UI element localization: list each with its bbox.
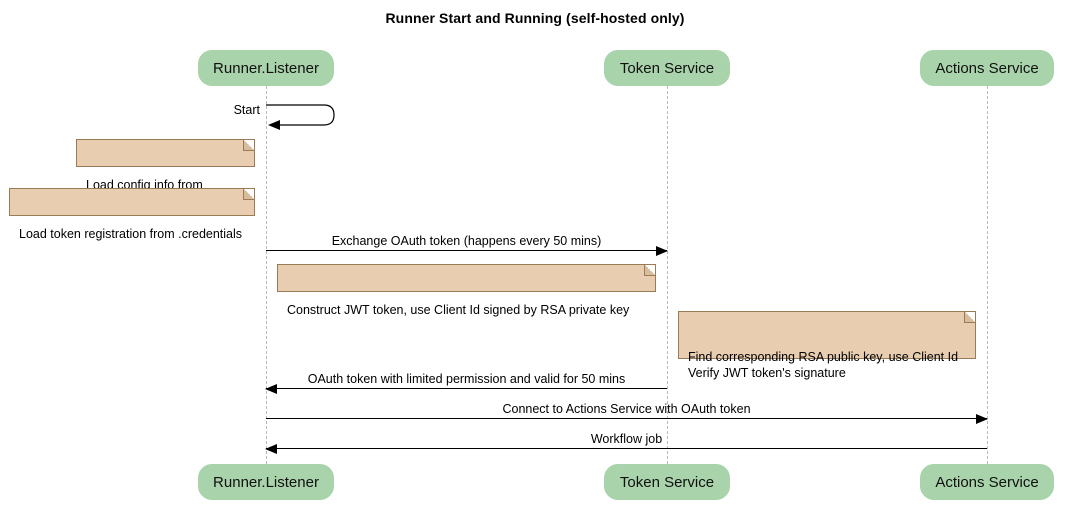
note-construct-jwt: Construct JWT token, use Client Id signe… [277,264,656,317]
message-start-selfloop[interactable] [266,100,342,132]
note-verify-jwt: Find corresponding RSA public key, use C… [678,311,976,380]
selfloop-path-icon [266,104,335,130]
message-label-start: Start [233,103,260,117]
message-label-oauth-token-returned: OAuth token with limited permission and … [307,372,626,386]
message-oauth-token-returned[interactable] [265,384,667,394]
arrowhead-right-icon [656,246,668,256]
message-connect-actions-service[interactable] [266,414,988,424]
participant-runner-listener-top[interactable]: Runner.Listener [198,50,334,86]
participant-runner-listener-bottom[interactable]: Runner.Listener [198,464,334,500]
note-text: Find corresponding RSA public key, use C… [688,350,959,380]
note-fold-icon [644,265,655,276]
arrowhead-left-icon [265,384,277,394]
note-fold-icon [243,189,254,200]
lifeline-runner-listener [266,86,267,464]
note-fold-icon [964,312,975,323]
note-text: Construct JWT token, use Client Id signe… [287,303,630,317]
note-fold-icon [243,140,254,151]
message-workflow-job[interactable] [265,444,987,454]
note-load-token-registration: Load token registration from .credential… [9,188,255,241]
message-label-connect-actions-service: Connect to Actions Service with OAuth to… [502,402,751,416]
participant-token-service-bottom[interactable]: Token Service [604,464,730,500]
lifeline-actions-service [987,86,988,464]
message-exchange-oauth-token[interactable] [266,246,668,256]
arrowhead-left-icon [265,444,277,454]
lifeline-token-service [667,86,668,464]
message-label-exchange-oauth-token: Exchange OAuth token (happens every 50 m… [331,234,602,248]
participant-actions-service-bottom[interactable]: Actions Service [920,464,1054,500]
note-load-config: Load config info from .runner [76,139,255,208]
note-text: Load token registration from .credential… [19,227,243,241]
participant-token-service-top[interactable]: Token Service [604,50,730,86]
diagram-title: Runner Start and Running (self-hosted on… [385,10,685,26]
message-label-workflow-job: Workflow job [590,432,663,446]
arrowhead-right-icon [976,414,988,424]
participant-actions-service-top[interactable]: Actions Service [920,50,1054,86]
